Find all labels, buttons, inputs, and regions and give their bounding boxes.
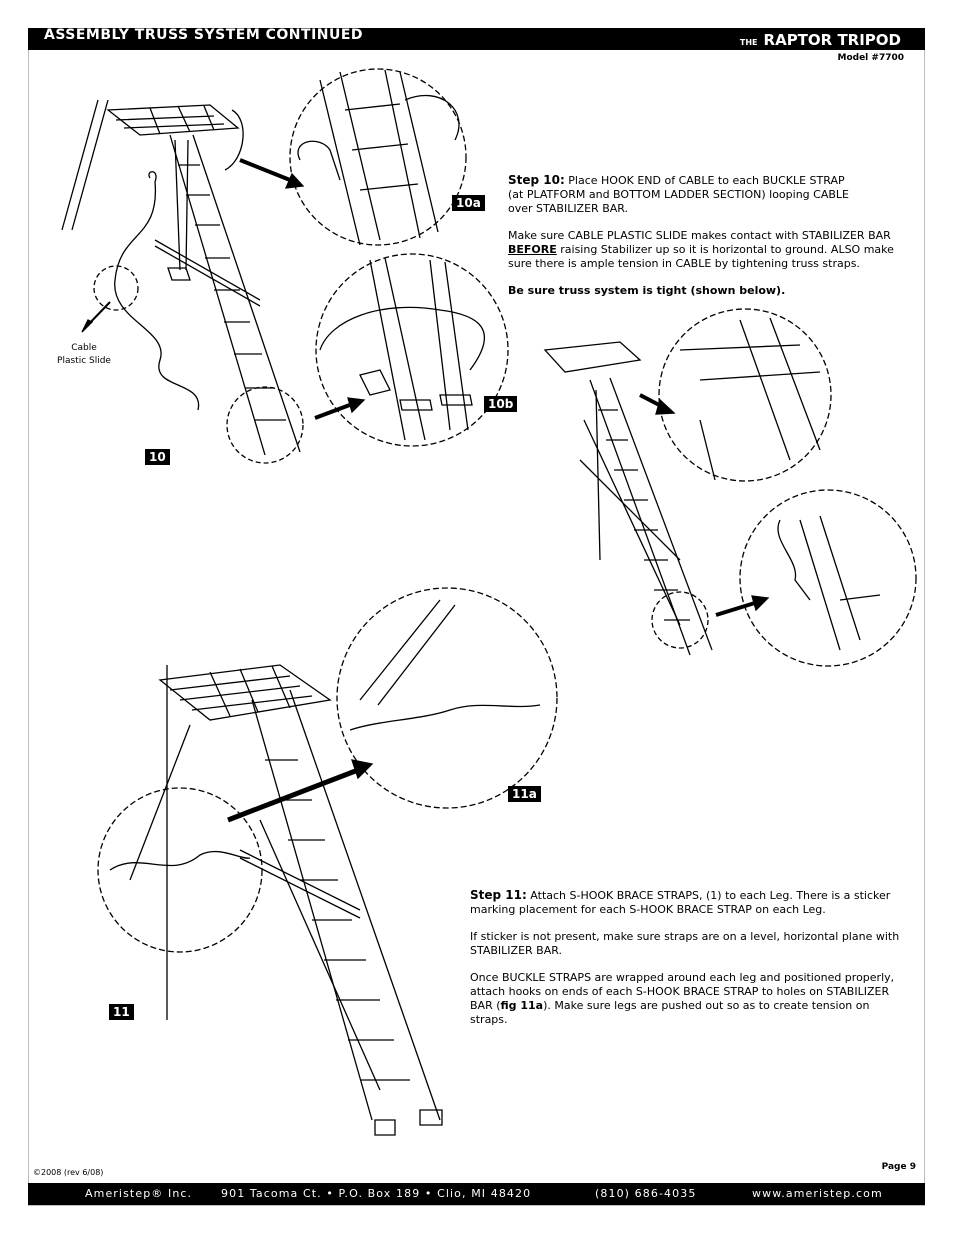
- step-11-line-3: If sticker is not present, make sure str…: [470, 930, 900, 943]
- figure-10a-drawing: [239, 68, 467, 246]
- step-10-text: Step 10: Place HOOK END of CABLE to each…: [508, 173, 898, 311]
- step-11-heading: Step 11:: [470, 888, 527, 902]
- fig-11a-reference: fig 11a: [500, 999, 544, 1012]
- header-bar: [28, 28, 925, 50]
- model-number: Model #7700: [837, 53, 905, 63]
- step-10-line-2: (at PLATFORM and BOTTOM LADDER SECTION) …: [508, 188, 849, 201]
- step-11-line-4: STABILIZER BAR.: [470, 944, 562, 957]
- cable-plastic-slide-callout: Cable Plastic Slide: [48, 342, 120, 368]
- step-10-line-6: sure there is ample tension in CABLE by …: [508, 257, 860, 270]
- footer-website[interactable]: www.ameristep.com: [752, 1187, 883, 1200]
- step-11-line-2: marking placement for each S-HOOK BRACE …: [470, 903, 826, 916]
- fig-label-11a: 11a: [508, 786, 541, 802]
- step-11-line-7-post: ). Make sure legs are pushed out so as t…: [470, 999, 870, 1026]
- step-10-before: BEFORE: [508, 243, 557, 256]
- step-10-line-5: raising Stabilizer up so it is horizonta…: [556, 243, 894, 256]
- brand-name: RAPTOR TRIPOD: [763, 31, 901, 49]
- step-10-emphasis: Be sure truss system is tight (shown bel…: [508, 284, 786, 297]
- footer-company: Ameristep® Inc.: [85, 1187, 193, 1200]
- brand-prefix: THE: [739, 38, 758, 47]
- page-number: Page 9: [881, 1162, 916, 1172]
- brand: THE RAPTOR TRIPOD: [740, 31, 901, 49]
- step-10-line-3: over STABILIZER BAR.: [508, 202, 629, 215]
- fig-label-10: 10: [145, 449, 170, 465]
- figure-tight-truss-drawing: [543, 308, 917, 667]
- footer-phone: (810) 686-4035: [595, 1187, 697, 1200]
- footer-address: 901 Tacoma Ct. • P.O. Box 189 • Clio, MI…: [221, 1187, 532, 1200]
- callout-line-1: Cable: [71, 343, 97, 353]
- step-11-line-1: Attach S-HOOK BRACE STRAPS, (1) to each …: [526, 889, 891, 902]
- step-10-line-1: Place HOOK END of CABLE to each BUCKLE S…: [568, 174, 845, 187]
- figure-11-drawing: [97, 587, 558, 1136]
- copyright: ©2008 (rev 6/08): [33, 1168, 104, 1177]
- step-10-heading: Step 10:: [508, 173, 565, 187]
- step-11-line-7-pre: BAR (: [470, 999, 501, 1012]
- step-10-line-4: Make sure CABLE PLASTIC SLIDE makes cont…: [508, 229, 891, 242]
- step-11-text: Step 11: Attach S-HOOK BRACE STRAPS, (1)…: [470, 888, 910, 1040]
- step-11-line-6: attach hooks on ends of each S-HOOK BRAC…: [470, 985, 890, 998]
- figure-10b-drawing: [226, 253, 509, 464]
- figure-10-drawing: [61, 99, 301, 456]
- page-title: ASSEMBLY TRUSS SYSTEM CONTINUED: [44, 27, 364, 43]
- fig-label-11: 11: [109, 1004, 134, 1020]
- footer-bar: Ameristep® Inc. 901 Tacoma Ct. • P.O. Bo…: [28, 1183, 925, 1205]
- step-11-line-5: Once BUCKLE STRAPS are wrapped around ea…: [470, 971, 895, 984]
- callout-line-2: Plastic Slide: [57, 356, 111, 366]
- fig-label-10a: 10a: [452, 195, 485, 211]
- fig-label-10b: 10b: [484, 396, 518, 412]
